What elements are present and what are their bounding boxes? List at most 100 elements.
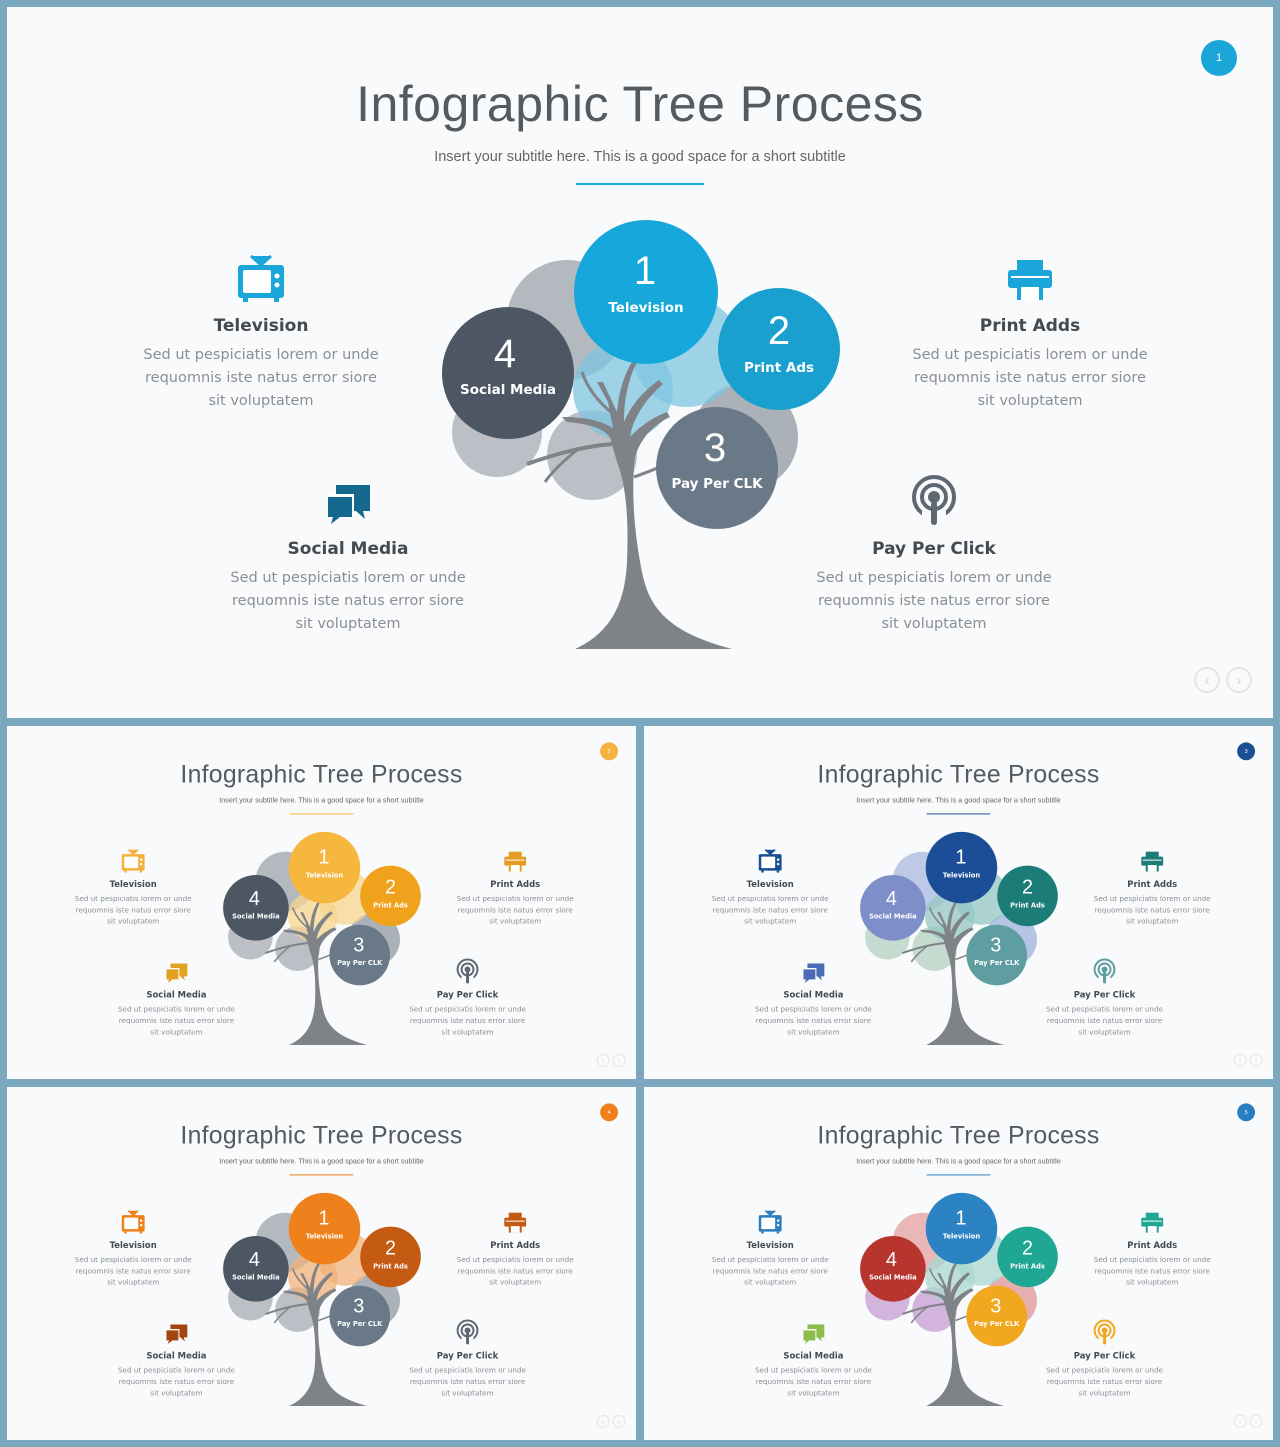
item-social-media: Social Media Sed ut pespiciatis lorem or… [754, 958, 873, 1039]
item-title: Social Media [783, 990, 844, 1001]
next-slide-button[interactable]: › [1249, 1053, 1263, 1067]
tree-trunk [919, 902, 1005, 1045]
tree-branch [291, 1268, 311, 1292]
node-1[interactable]: 1 Television [288, 831, 361, 904]
node-label: Pay Per CLK [337, 959, 383, 967]
prev-slide-button[interactable]: ‹ [596, 1414, 610, 1428]
next-slide-button[interactable]: › [612, 1414, 626, 1428]
item-print-adds: Print Adds Sed ut pespiciatis lorem or u… [456, 1208, 575, 1289]
node-label: Pay Per CLK [974, 1320, 1020, 1328]
item-pay-per-click: Pay Per Click Sed ut pespiciatis lorem o… [1045, 958, 1164, 1039]
node-3[interactable]: 3 Pay Per CLK [656, 407, 778, 529]
node-2[interactable]: 2 Print Ads [718, 288, 840, 410]
tree-branch [580, 371, 618, 419]
chat-bubbles-icon [166, 1324, 188, 1344]
item-title: Pay Per Click [436, 990, 499, 1001]
item-television: Television Sed ut pespiciatis lorem or u… [141, 250, 381, 413]
node-label: Social Media [869, 912, 917, 920]
node-label: Television [608, 300, 683, 316]
node-label: Social Media [869, 1273, 917, 1281]
node-2[interactable]: 2 Print Ads [360, 1226, 421, 1288]
tree-graphic: 4 Social Media 1 Television 2 Print Ads … [860, 1192, 1058, 1406]
tree-infographic: 4 Social Media 1 Television 2 Print Ads … [216, 1189, 421, 1410]
prev-slide-button[interactable]: ‹ [1233, 1053, 1247, 1067]
item-description: Sed ut pespiciatis lorem or unde requomn… [1046, 1005, 1163, 1037]
slide-title: Infographic Tree Process [356, 76, 924, 132]
item-description: Sed ut pespiciatis lorem or unde requomn… [1046, 1366, 1163, 1398]
printer-icon [1141, 1212, 1164, 1233]
node-number: 3 [704, 426, 726, 470]
tree-trunk [562, 362, 732, 649]
tv-icon [238, 254, 284, 302]
node-label: Television [306, 1233, 344, 1241]
node-4[interactable]: 4 Social Media [442, 307, 574, 439]
node-number: 3 [353, 935, 364, 957]
tree-branch [526, 442, 613, 466]
item-social-media: Social Media Sed ut pespiciatis lorem or… [117, 958, 236, 1039]
node-number: 3 [990, 1296, 1001, 1318]
node-label: Print Ads [1010, 1262, 1045, 1270]
node-1[interactable]: 1 Television [574, 220, 718, 364]
prev-slide-button[interactable]: ‹ [1194, 667, 1220, 693]
node-number: 4 [494, 332, 516, 376]
tree-branch [273, 1306, 291, 1324]
item-title: Print Adds [1127, 879, 1178, 890]
tree-graphic: 4 Social Media 1 Television 2 Print Ads … [860, 831, 1058, 1045]
node-1[interactable]: 1 Television [925, 1192, 998, 1265]
slide-thumb-4[interactable]: Infographic Tree Process Insert your sub… [7, 1087, 636, 1440]
slide-number-badge: 1 [1201, 40, 1237, 76]
tree-trunk [919, 1263, 1005, 1406]
item-description: Sed ut pespiciatis lorem or unde requomn… [143, 347, 379, 409]
item-television: Television Sed ut pespiciatis lorem or u… [711, 847, 830, 928]
next-slide-button[interactable]: › [1226, 667, 1252, 693]
podcast-icon [456, 958, 479, 984]
node-1[interactable]: 1 Television [288, 1192, 361, 1265]
tree-branch [265, 942, 308, 954]
node-1[interactable]: 1 Television [925, 831, 998, 904]
next-slide-button[interactable]: › [612, 1053, 626, 1067]
tv-icon [758, 849, 782, 873]
item-description: Sed ut pespiciatis lorem or unde requomn… [409, 1005, 526, 1037]
node-4[interactable]: 4 Social Media [860, 1236, 926, 1302]
item-description: Sed ut pespiciatis lorem or unde requomn… [711, 1255, 829, 1287]
item-title: Print Adds [490, 879, 541, 890]
node-label: Television [306, 872, 344, 880]
node-label: Print Ads [373, 901, 408, 909]
node-3[interactable]: 3 Pay Per CLK [966, 924, 1028, 986]
node-number: 2 [1022, 876, 1033, 898]
node-3[interactable]: 3 Pay Per CLK [329, 924, 391, 986]
node-4[interactable]: 4 Social Media [223, 1236, 289, 1302]
item-description: Sed ut pespiciatis lorem or unde requomn… [1093, 1255, 1211, 1287]
item-title: Social Media [287, 539, 409, 559]
slide-thumb-3[interactable]: Infographic Tree Process Insert your sub… [644, 726, 1273, 1079]
node-2[interactable]: 2 Print Ads [997, 1226, 1058, 1288]
node-3[interactable]: 3 Pay Per CLK [329, 1285, 391, 1347]
node-label: Pay Per CLK [337, 1320, 383, 1328]
node-number: 2 [768, 309, 790, 353]
item-description: Sed ut pespiciatis lorem or unde requomn… [117, 1366, 235, 1398]
tree-branch [928, 907, 948, 931]
item-print-adds: Print Adds Sed ut pespiciatis lorem or u… [1093, 847, 1212, 928]
node-number: 1 [634, 249, 656, 293]
prev-slide-button[interactable]: ‹ [596, 1053, 610, 1067]
node-2[interactable]: 2 Print Ads [360, 865, 421, 927]
chat-bubbles-icon [166, 963, 188, 983]
node-2[interactable]: 2 Print Ads [997, 865, 1058, 927]
node-3[interactable]: 3 Pay Per CLK [966, 1285, 1028, 1347]
next-slide-button[interactable]: › [1249, 1414, 1263, 1428]
node-number: 2 [385, 876, 396, 898]
node-label: Social Media [232, 912, 280, 920]
tree-branch [291, 907, 311, 931]
node-number: 2 [385, 1237, 396, 1259]
slide-thumb-5[interactable]: Infographic Tree Process Insert your sub… [644, 1087, 1273, 1440]
node-number: 1 [955, 847, 966, 869]
node-label: Television [943, 872, 981, 880]
prev-slide-button[interactable]: ‹ [1233, 1414, 1247, 1428]
slide-thumb-2[interactable]: Infographic Tree Process Insert your sub… [7, 726, 636, 1079]
item-title: Television [213, 316, 309, 336]
slide-title: Infographic Tree Process [180, 1121, 463, 1150]
node-4[interactable]: 4 Social Media [223, 875, 289, 941]
item-pay-per-click: Pay Per Click Sed ut pespiciatis lorem o… [1045, 1319, 1164, 1400]
node-4[interactable]: 4 Social Media [860, 875, 926, 941]
item-pay-per-click: Pay Per Click Sed ut pespiciatis lorem o… [408, 958, 527, 1039]
